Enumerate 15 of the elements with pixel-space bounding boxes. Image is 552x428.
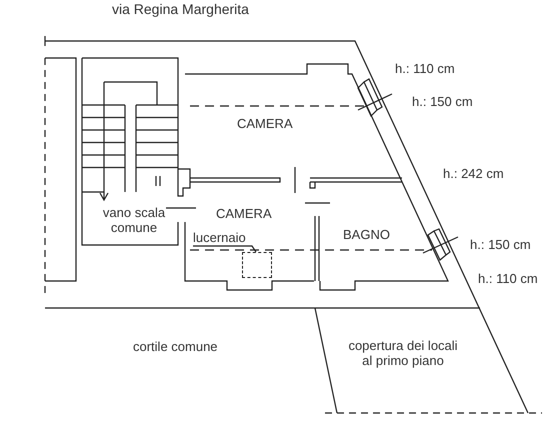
height-annotation: h.: 110 cm: [395, 61, 455, 76]
height-annotation: h.: 110 cm: [478, 271, 538, 286]
room-name: vano scala comune: [102, 205, 166, 235]
area-label: copertura dei locali al primo piano: [347, 338, 459, 368]
room-name: CAMERA: [216, 206, 272, 221]
callout-label: lucernaio: [193, 230, 246, 245]
height-annotation: h.: 150 cm: [470, 237, 531, 252]
area-label: cortile comune: [133, 339, 218, 354]
room-name: BAGNO: [343, 227, 390, 242]
room-name: CAMERA: [237, 116, 293, 131]
height-annotation: h.: 150 cm: [412, 94, 473, 109]
street-name: via Regina Margherita: [112, 2, 249, 17]
leader-line: [193, 245, 256, 252]
height-annotation: h.: 242 cm: [443, 166, 504, 181]
skylight-outline: [242, 252, 272, 278]
